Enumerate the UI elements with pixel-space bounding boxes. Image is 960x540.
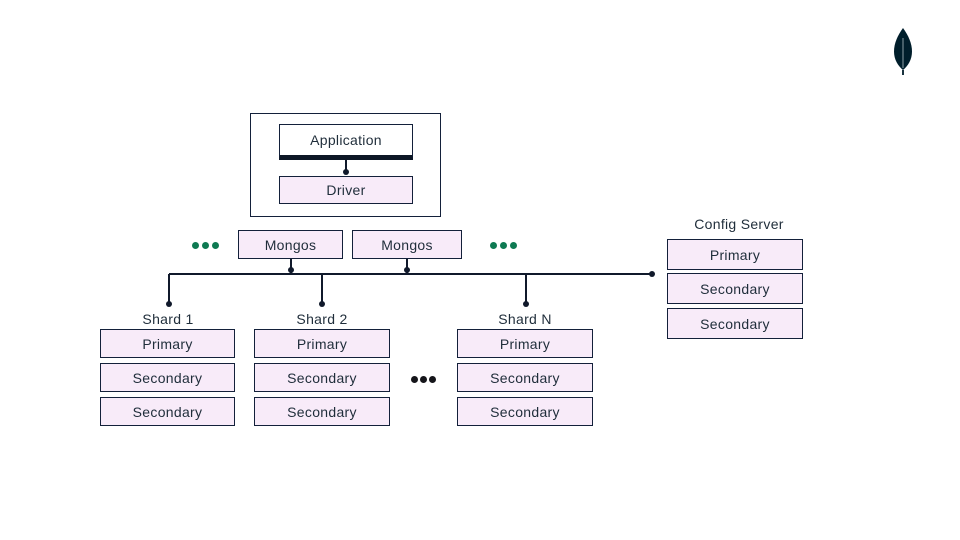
application-label: Application — [310, 132, 382, 148]
shard2-secondary-node: Secondary — [254, 397, 390, 426]
shard1-label: Shard 1 — [142, 311, 194, 327]
node-label: Secondary — [287, 369, 357, 386]
dot — [510, 242, 517, 249]
node-label: Secondary — [132, 403, 203, 420]
shardN-secondary-node: Secondary — [457, 397, 593, 426]
node-label: Secondary — [132, 369, 203, 386]
config-server-label: Config Server — [694, 216, 784, 232]
config-secondary-node: Secondary — [667, 273, 803, 304]
mongos-label: Mongos — [381, 236, 433, 253]
node-label: Secondary — [490, 403, 560, 420]
green-ellipsis-icon — [192, 242, 219, 249]
dot — [212, 242, 219, 249]
black-ellipsis-icon — [411, 376, 436, 383]
node-label: Secondary — [490, 369, 560, 386]
mongos2-junction-dot — [404, 267, 410, 273]
driver-label: Driver — [326, 182, 366, 198]
shard1-arrow-dot — [166, 301, 172, 307]
dot — [429, 376, 436, 383]
node-label: Primary — [499, 335, 551, 352]
config-primary-node: Primary — [667, 239, 803, 270]
dot — [490, 242, 497, 249]
dot — [500, 242, 507, 249]
node-label: Primary — [142, 335, 193, 352]
mongos1-junction-dot — [288, 267, 294, 273]
shardN-primary-node: Primary — [457, 329, 593, 358]
mongos2-bus-connector — [406, 259, 408, 274]
application-driver-connector — [345, 160, 347, 170]
node-label: Secondary — [700, 315, 770, 332]
bus-line — [169, 273, 652, 275]
node-label: Primary — [709, 246, 761, 263]
bus-shard1-connector — [168, 274, 170, 304]
bus-config-server-dot — [649, 271, 655, 277]
bus-shard2-connector — [321, 274, 323, 304]
green-ellipsis-icon — [490, 242, 517, 249]
mongos-node-1: Mongos — [238, 230, 343, 259]
node-label: Secondary — [287, 403, 357, 420]
mongos1-bus-connector — [290, 259, 292, 274]
shard1-primary-node: Primary — [100, 329, 235, 358]
bus-shardN-connector — [525, 274, 527, 304]
shard2-primary-node: Primary — [254, 329, 390, 358]
shardN-arrow-dot — [523, 301, 529, 307]
shardN-label: Shard N — [498, 311, 552, 327]
mongos-node-2: Mongos — [352, 230, 462, 259]
shard1-secondary-node: Secondary — [100, 397, 235, 426]
shard2-secondary-node: Secondary — [254, 363, 390, 392]
shardN-secondary-node: Secondary — [457, 363, 593, 392]
application-node: Application — [279, 124, 413, 160]
mongos-label: Mongos — [264, 236, 317, 253]
dot — [420, 376, 427, 383]
dot — [192, 242, 199, 249]
shard2-arrow-dot — [319, 301, 325, 307]
application-driver-arrow-dot — [343, 169, 349, 175]
shard1-secondary-node: Secondary — [100, 363, 235, 392]
dot — [411, 376, 418, 383]
driver-node: Driver — [279, 176, 413, 204]
config-secondary-node: Secondary — [667, 308, 803, 339]
node-label: Secondary — [700, 280, 770, 297]
mongodb-leaf-icon — [893, 28, 913, 80]
node-label: Primary — [296, 335, 348, 352]
dot — [202, 242, 209, 249]
shard2-label: Shard 2 — [296, 311, 348, 327]
